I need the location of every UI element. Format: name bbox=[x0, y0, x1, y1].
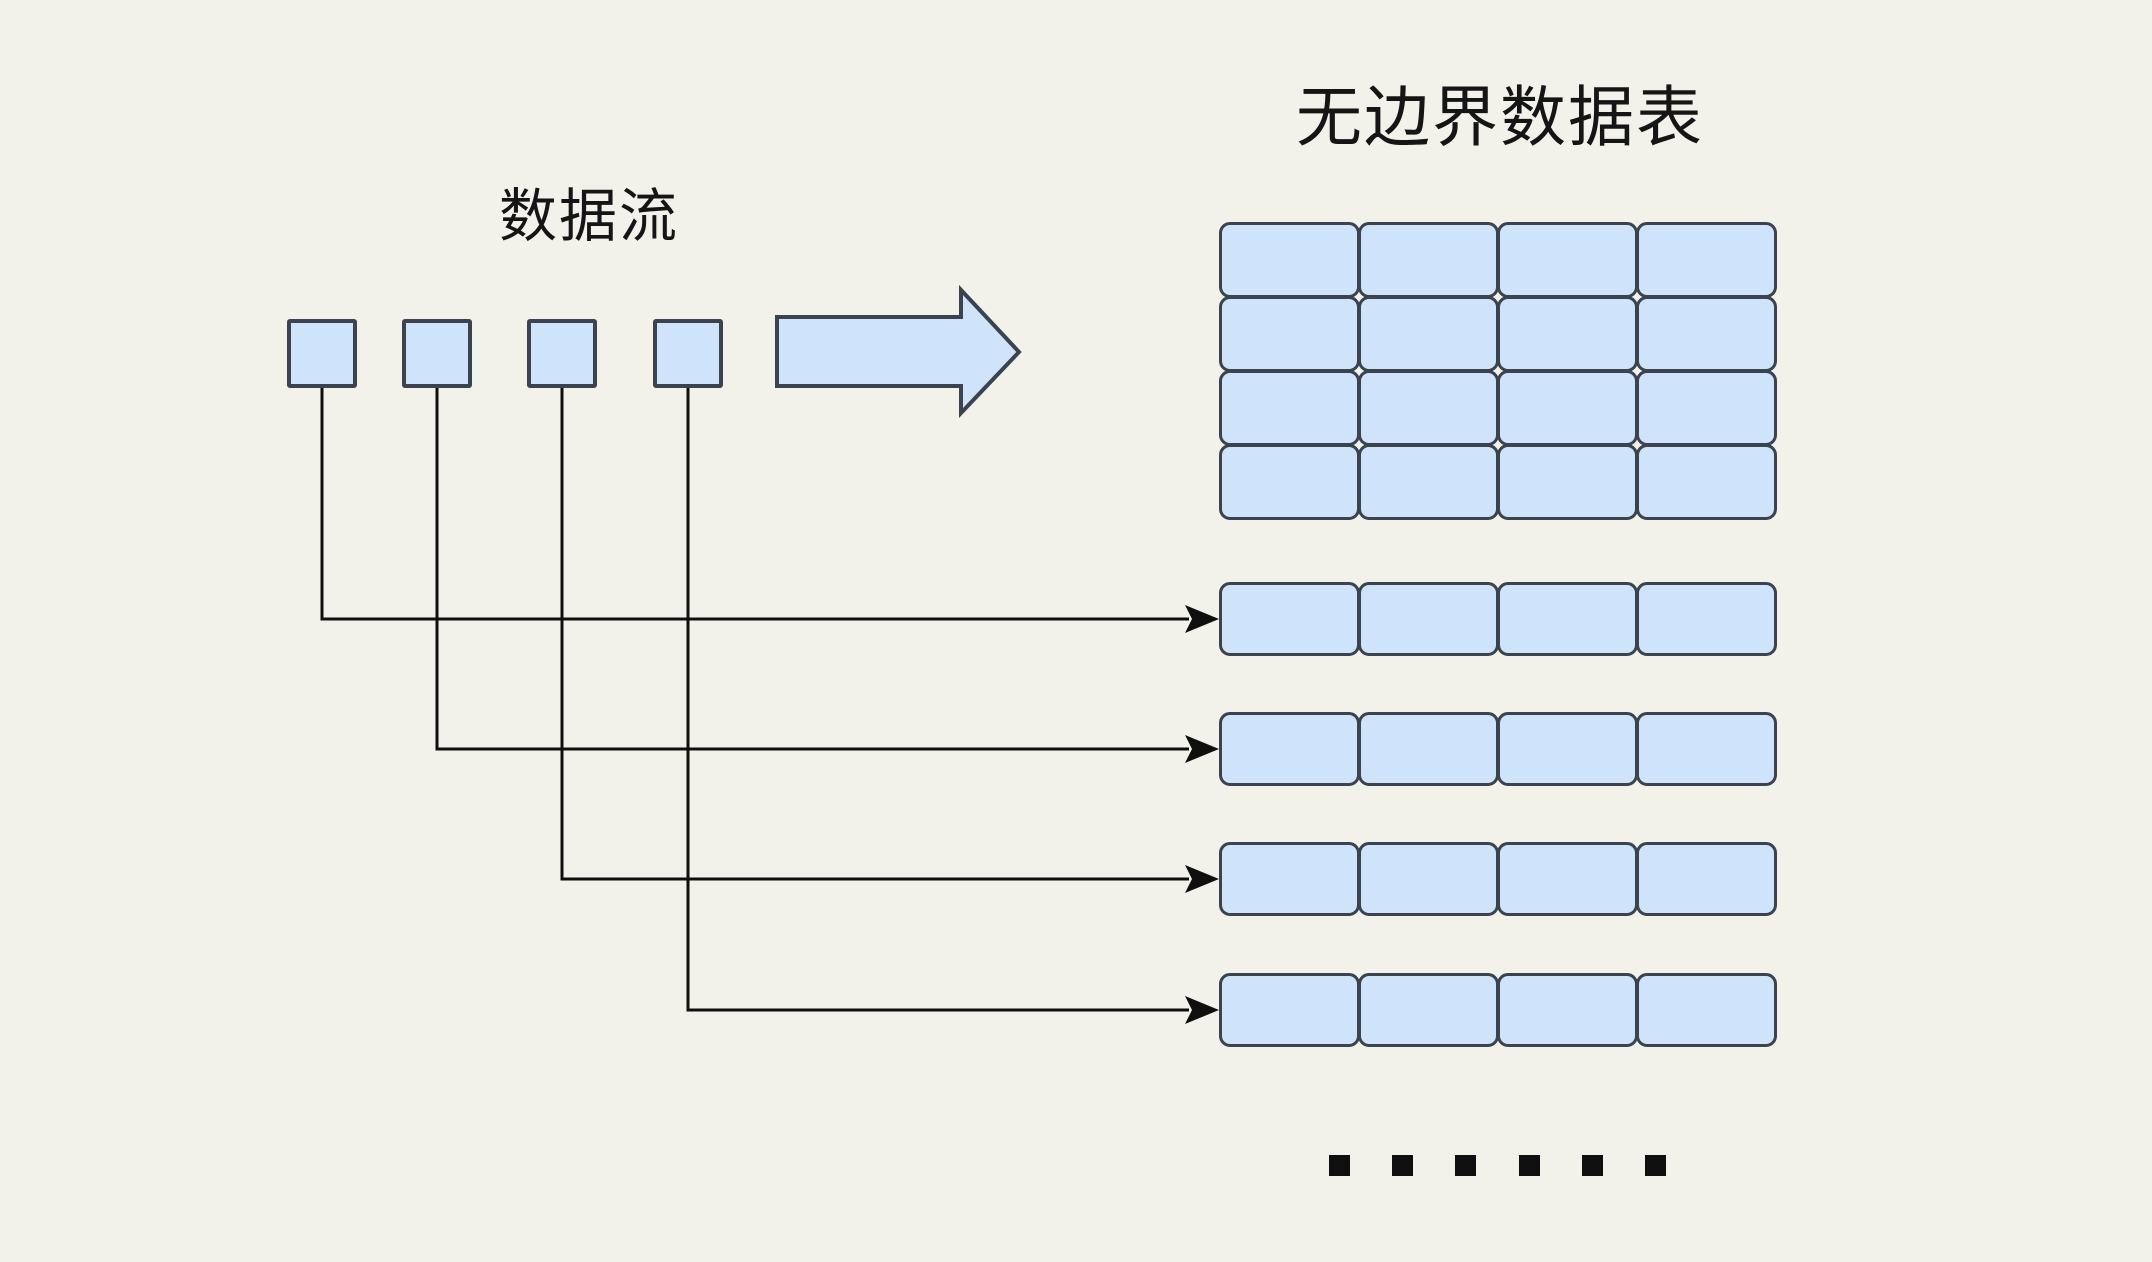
ellipsis-dot bbox=[1392, 1155, 1413, 1176]
ellipsis-dot bbox=[1582, 1155, 1603, 1176]
table-cell bbox=[1358, 444, 1499, 520]
connector-arrowhead bbox=[1185, 735, 1219, 763]
ellipsis-dot bbox=[1329, 1155, 1350, 1176]
table-cell bbox=[1358, 296, 1499, 372]
appended-row-cell bbox=[1636, 842, 1777, 916]
appended-row-cell bbox=[1497, 973, 1638, 1047]
stream-item bbox=[402, 319, 472, 388]
data-stream-label: 数据流 bbox=[498, 184, 680, 249]
table-cell bbox=[1497, 370, 1638, 446]
table-cell bbox=[1497, 444, 1638, 520]
appended-row-cell bbox=[1358, 973, 1499, 1047]
table-cell bbox=[1636, 222, 1777, 298]
table-cell bbox=[1636, 444, 1777, 520]
stream-item bbox=[527, 319, 597, 388]
stream-item bbox=[287, 319, 357, 388]
table-cell bbox=[1219, 222, 1360, 298]
connector-line bbox=[320, 386, 1189, 621]
connector-arrowhead bbox=[1185, 996, 1219, 1024]
appended-row-cell bbox=[1636, 582, 1777, 656]
table-cell bbox=[1497, 222, 1638, 298]
appended-row-cell bbox=[1636, 712, 1777, 786]
connector-line bbox=[686, 386, 1189, 1012]
connector-arrowhead bbox=[1185, 865, 1219, 893]
connector-line bbox=[560, 386, 1189, 881]
table-cell bbox=[1219, 444, 1360, 520]
appended-row-cell bbox=[1497, 842, 1638, 916]
appended-row-cell bbox=[1219, 973, 1360, 1047]
ellipsis-dot bbox=[1519, 1155, 1540, 1176]
appended-row-cell bbox=[1358, 712, 1499, 786]
table-cell bbox=[1636, 296, 1777, 372]
connector-line bbox=[435, 386, 1189, 751]
table-cell bbox=[1497, 296, 1638, 372]
table-cell bbox=[1219, 370, 1360, 446]
unbounded-table-title: 无边界数据表 bbox=[1296, 80, 1704, 154]
table-cell bbox=[1358, 370, 1499, 446]
appended-row-cell bbox=[1636, 973, 1777, 1047]
ellipsis-dot bbox=[1645, 1155, 1666, 1176]
ellipsis-dot bbox=[1455, 1155, 1476, 1176]
appended-row-cell bbox=[1219, 842, 1360, 916]
appended-row-cell bbox=[1358, 842, 1499, 916]
appended-row-cell bbox=[1497, 712, 1638, 786]
appended-row-cell bbox=[1358, 582, 1499, 656]
stream-item bbox=[653, 319, 723, 388]
appended-row-cell bbox=[1219, 582, 1360, 656]
flow-arrow bbox=[775, 284, 1022, 419]
appended-row-cell bbox=[1497, 582, 1638, 656]
table-cell bbox=[1636, 370, 1777, 446]
table-cell bbox=[1358, 222, 1499, 298]
table-cell bbox=[1219, 296, 1360, 372]
connector-arrowhead bbox=[1185, 605, 1219, 633]
appended-row-cell bbox=[1219, 712, 1360, 786]
